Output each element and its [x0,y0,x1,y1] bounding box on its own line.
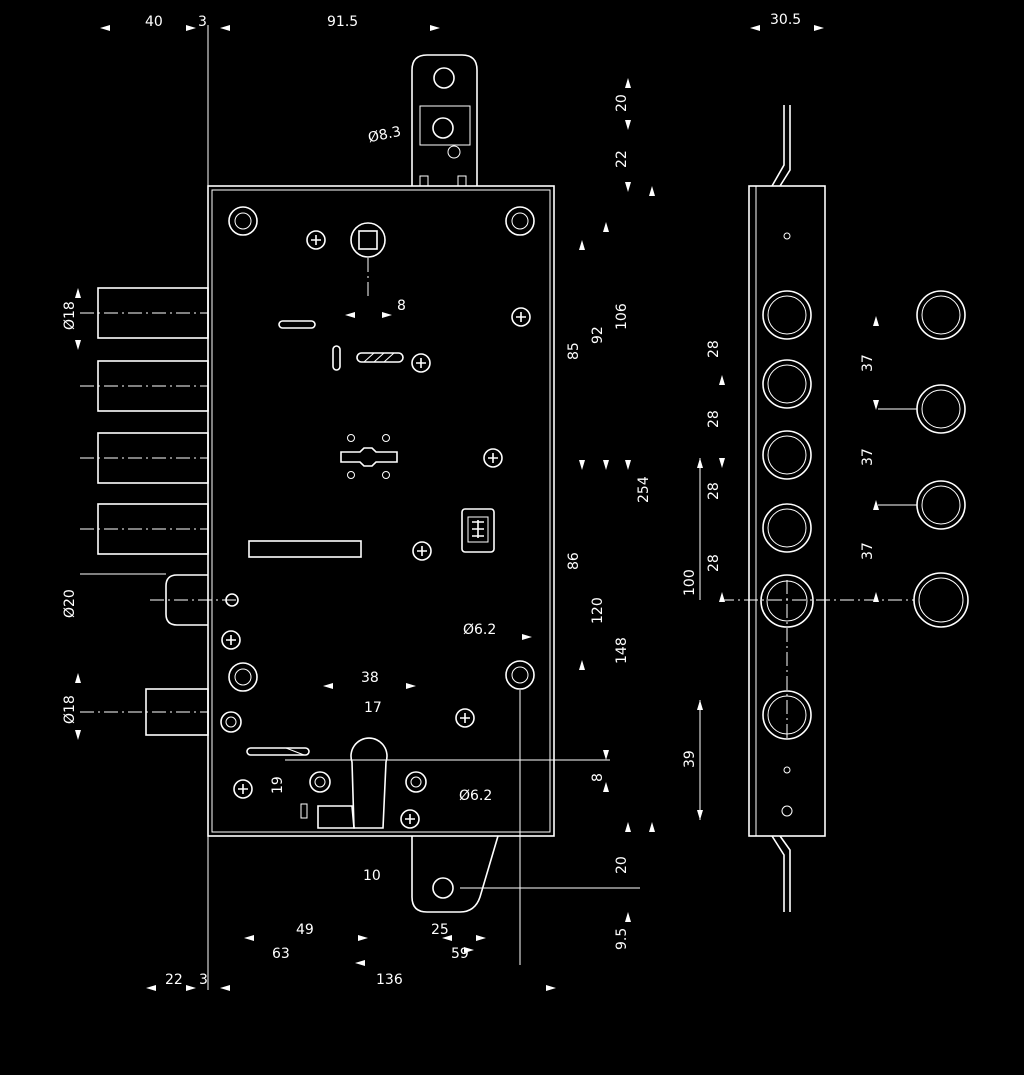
spacing-28-1: 28 [706,340,722,358]
top-striker-plate [411,54,478,187]
dim-10: 10 [363,868,381,884]
bottom-striker-plate [411,835,499,913]
dim-40: 40 [145,14,163,30]
dim-254: 254 [636,476,652,503]
spacing-28-4: 28 [706,554,722,572]
lock-body-front-view [207,54,555,913]
lock-case-inner-edge [211,189,551,833]
dim-dia-20: Ø20 [62,589,78,618]
dim-20-bottom: 20 [614,856,630,874]
slot-vertical [332,345,341,371]
lock-case-outline [207,185,555,837]
lock-side-view [748,105,826,912]
dim-3-bottom: 3 [199,972,208,988]
faceplate-outline [748,185,826,837]
spindle-hub [350,222,386,300]
dim-20-top: 20 [614,94,630,112]
bolt-spacing-37-2: 37 [860,448,876,466]
dim-59: 59 [451,946,469,962]
dim-22-top: 22 [614,150,630,168]
angled-slot [356,352,404,363]
slot-horizontal [278,320,316,329]
dim-120: 120 [590,597,606,624]
dimension-labels: 40 3 91.5 30.5 Ø8.3 8 38 17 Ø6.2 Ø6.2 10… [62,12,876,988]
faceplate-bolt-holes [760,290,814,740]
dim-dia-18-b: Ø18 [62,695,78,724]
dim-92: 92 [590,326,606,344]
mounting-holes [220,206,535,733]
bolt-spacing-37-1: 37 [860,354,876,372]
bolt-spacing-37-3: 37 [860,542,876,560]
dim-85: 85 [566,342,582,360]
dim-22-bottom: 22 [165,972,183,988]
dim-25: 25 [431,922,449,938]
dim-dia-6-2-a: Ø6.2 [463,622,496,638]
dim-dia-6-2-b: Ø6.2 [459,788,492,804]
deadbolts [80,287,209,555]
dim-dia-8-3: Ø8.3 [367,124,403,147]
dim-86: 86 [566,552,582,570]
dim-dia-18-a: Ø18 [62,301,78,330]
selector-box [461,508,495,553]
bolt-spacing-view [720,290,969,628]
latch-bolt [150,574,239,626]
cylinder-cutout [300,737,427,829]
dim-slot-8: 8 [397,298,406,314]
dim-30-5: 30.5 [770,12,801,28]
dim-9-5: 9.5 [614,928,630,950]
dim-106: 106 [614,303,630,330]
spacing-100: 100 [682,569,698,596]
cam-mechanism [340,434,398,479]
night-latch-bolt [80,688,209,736]
dim-8: 8 [590,773,606,782]
lower-latch-bar [246,747,310,756]
dim-38: 38 [361,670,379,686]
spacing-39: 39 [682,750,698,768]
spacing-28-3: 28 [706,482,722,500]
dim-91-5: 91.5 [327,14,358,30]
dim-136: 136 [376,972,403,988]
dimension-lines [80,25,701,990]
dim-17: 17 [364,700,382,716]
dim-19: 19 [270,776,286,794]
spacing-28-2: 28 [706,410,722,428]
dim-3-top: 3 [198,14,207,30]
dimension-arrows [75,25,879,991]
faceplate-top-tab [771,105,791,187]
dim-49: 49 [296,922,314,938]
bolt-throw-bar [248,540,362,558]
dim-63: 63 [272,946,290,962]
dim-148: 148 [614,637,630,664]
faceplate-bottom-tab [771,835,791,912]
screw-heads [221,230,531,829]
